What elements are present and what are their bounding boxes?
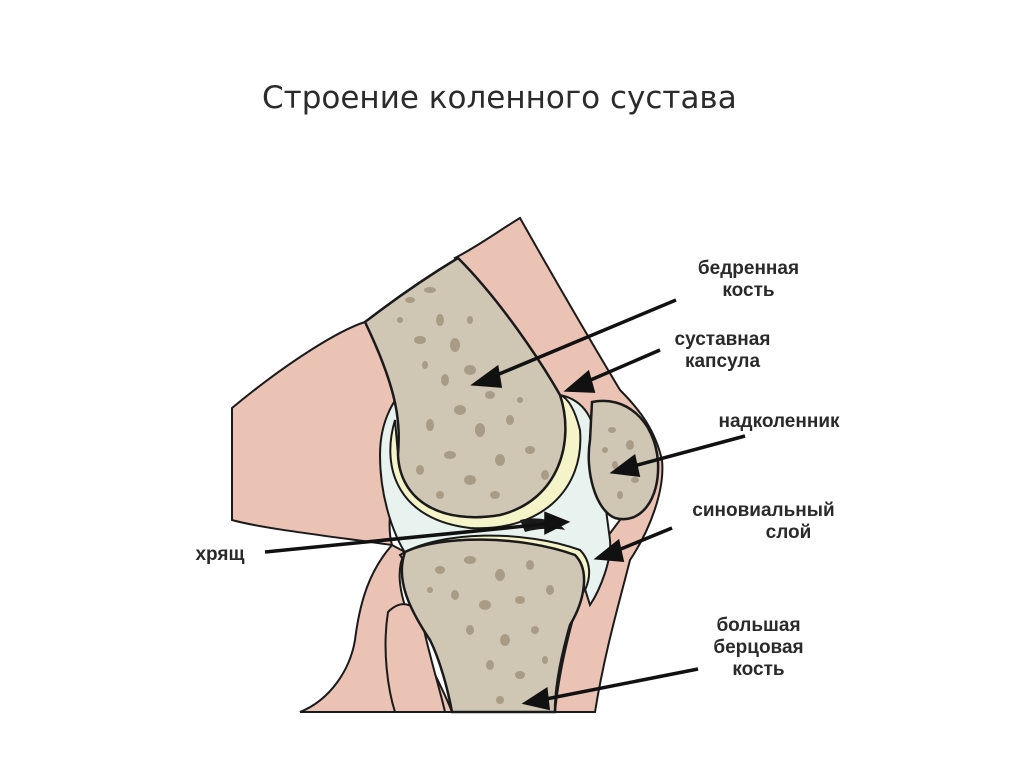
patella-texture [602, 427, 639, 499]
arrow-capsule [585, 348, 661, 384]
tibia-bone [400, 538, 586, 714]
label-tibia-line1: большая [716, 615, 801, 636]
diagram-title: Строение коленного сустава [262, 80, 737, 116]
patella-bone [587, 399, 660, 521]
thigh-skin [231, 320, 400, 547]
label-tibia-line3: кость [732, 659, 785, 680]
femur-bone [363, 256, 567, 519]
pointer-arrows [264, 298, 746, 711]
arrow-cartilage [264, 522, 547, 554]
arrow-patella [633, 434, 746, 468]
label-patella: надколенник [694, 411, 864, 433]
label-cartilage: хрящ [180, 544, 260, 566]
label-cartilage-line1: хрящ [195, 544, 245, 565]
label-synovial: синовиальный слой [666, 500, 861, 544]
label-femur-line2: кость [722, 280, 775, 301]
arrow-tibia [545, 667, 699, 701]
label-tibia: большая берцовая кость [686, 615, 831, 681]
arrow-synovial [615, 526, 673, 553]
femur-texture [397, 287, 549, 499]
arrow-femur [491, 298, 677, 379]
label-tibia-line2: берцовая [713, 637, 804, 658]
label-femur-line1: бедренная [697, 258, 800, 279]
label-synovial-line1: синовиальный [692, 500, 835, 521]
label-femur: бедренная кость [676, 258, 821, 302]
tibia-texture [427, 556, 554, 704]
label-capsule: суставная капсула [650, 329, 795, 373]
label-synovial-line2: слой [765, 522, 812, 543]
label-capsule-line1: суставная [674, 329, 771, 350]
label-patella-line1: надколенник [718, 411, 840, 432]
label-capsule-line2: капсула [684, 351, 761, 372]
